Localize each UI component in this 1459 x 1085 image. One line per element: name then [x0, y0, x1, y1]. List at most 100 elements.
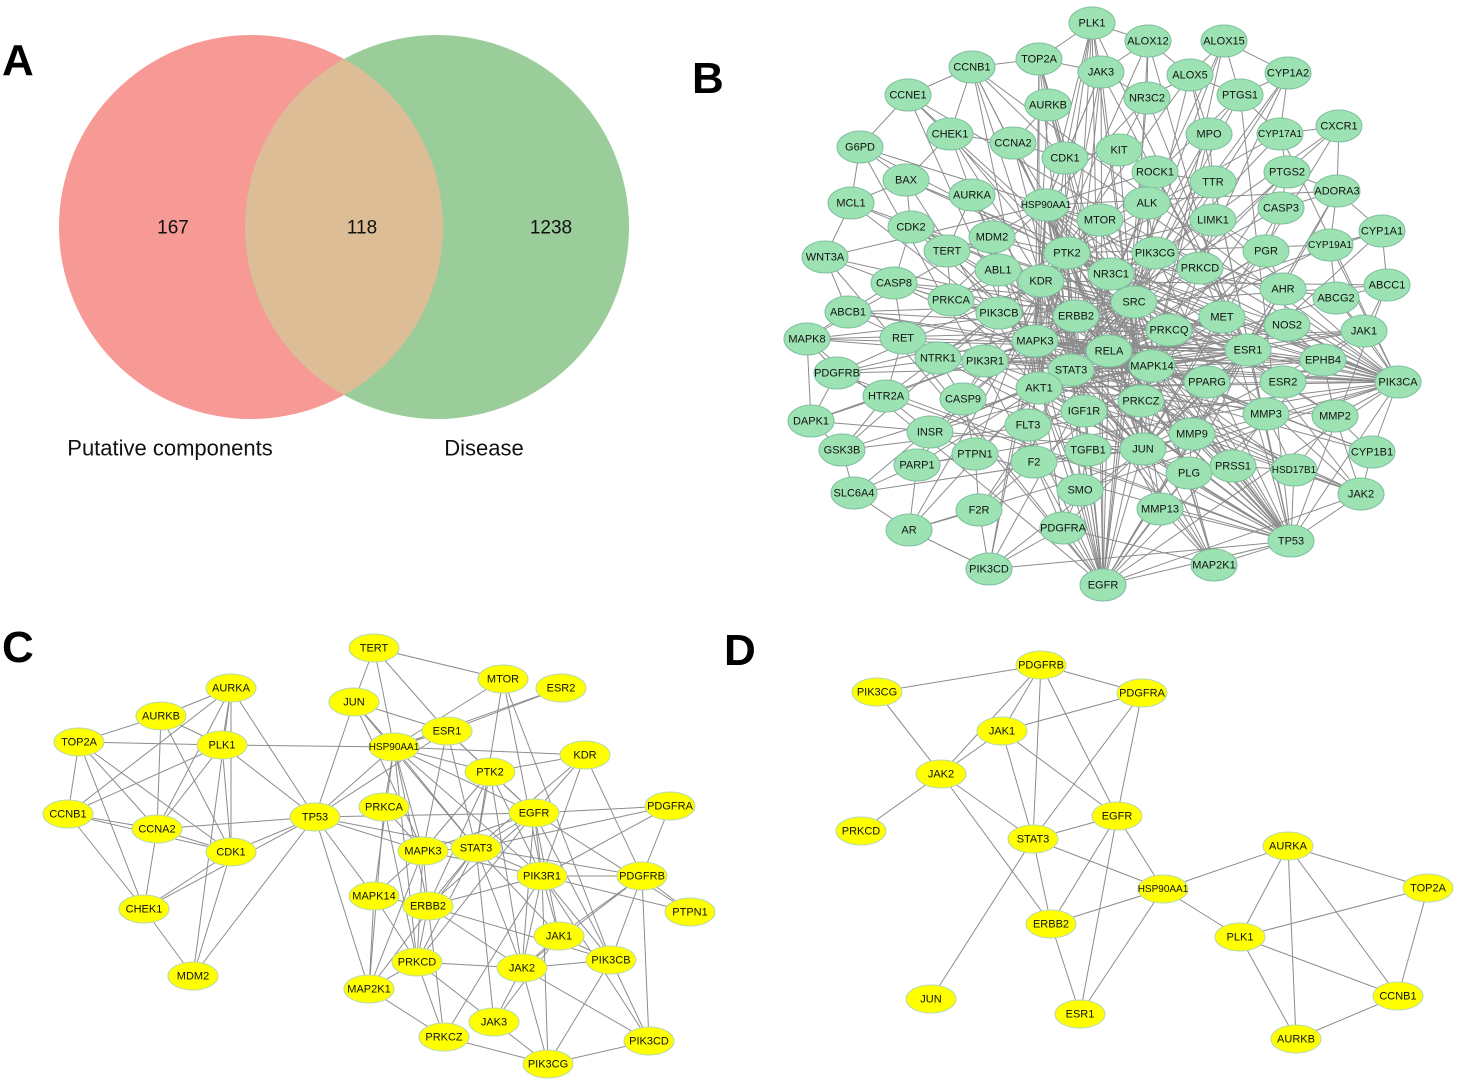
node-shape: [1123, 81, 1171, 115]
node-label: JAK3: [1088, 67, 1114, 79]
node-label: F2: [1028, 457, 1041, 469]
network-b-node-alk: ALK: [1123, 186, 1171, 220]
network-c-edge: [521, 967, 549, 1065]
node-label: MMP13: [1141, 504, 1179, 516]
node-shape: [1017, 264, 1065, 298]
node-label: PRKCD: [842, 826, 881, 838]
network-b-node-egfr: EGFR: [1079, 568, 1127, 602]
node-shape: [118, 894, 170, 924]
network-b-node-ret: RET: [879, 321, 927, 355]
network-c-edge: [156, 744, 223, 830]
network-c-edge: [221, 744, 232, 853]
network-b-node-cyp1a2: CYP1A2: [1264, 56, 1312, 90]
network-b-node-mapk8: MAPK8: [783, 322, 831, 356]
node-shape: [1372, 981, 1424, 1011]
network-b-node-src: SRC: [1110, 285, 1158, 319]
network-b-node-hsp90aa1: HSP90AA1: [1021, 188, 1072, 222]
node-shape: [827, 186, 875, 220]
node-label: HTR2A: [868, 391, 905, 403]
node-label: ERBB2: [1033, 919, 1069, 931]
network-b-node-mmp9: MMP9: [1168, 417, 1216, 451]
node-label: CASP9: [945, 394, 981, 406]
network-c-edge: [314, 812, 535, 818]
network-b-node-stat3: STAT3: [1047, 353, 1095, 387]
network-b-edge: [1290, 381, 1399, 542]
node-shape: [1270, 1024, 1322, 1054]
node-label: HSP90AA1: [1138, 884, 1189, 895]
network-c-edge: [443, 875, 543, 1038]
network-b-node-akt1: AKT1: [1015, 371, 1063, 405]
node-label: CDK2: [896, 222, 925, 234]
node-shape: [1242, 234, 1290, 268]
node-label: EGFR: [519, 808, 550, 820]
node-label: KDR: [573, 750, 596, 762]
network-b-node-cyp1b1: CYP1B1: [1348, 435, 1396, 469]
network-b-node-ccna2: CCNA2: [989, 126, 1037, 160]
network-b-node-cyp1a1: CYP1A1: [1358, 214, 1406, 248]
network-d-edge: [1116, 692, 1143, 817]
network-c-edge: [521, 812, 535, 969]
node-shape: [1176, 251, 1224, 285]
node-label: ALOX15: [1203, 36, 1245, 48]
network-c-edge: [427, 905, 612, 961]
node-label: TP53: [302, 812, 328, 824]
network-b-node-plk1: PLK1: [1068, 6, 1116, 40]
node-shape: [1064, 433, 1112, 467]
network-c-edge: [446, 730, 477, 849]
network-c-edge: [230, 687, 316, 818]
node-shape: [1263, 155, 1311, 189]
node-shape: [965, 552, 1013, 586]
node-label: ALOX5: [1172, 70, 1207, 82]
node-shape: [1076, 203, 1124, 237]
network-b-edge: [1066, 252, 1292, 542]
network-c-node-ccna2: CCNA2: [131, 814, 183, 844]
network-b-node-prkca: PRKCA: [927, 283, 975, 317]
node-shape: [1145, 313, 1193, 347]
node-shape: [1068, 6, 1116, 40]
network-b-edge: [1100, 71, 1142, 402]
node-label: PLK1: [1079, 18, 1106, 30]
network-b-edge: [1038, 359, 1324, 389]
network-c-edge: [314, 730, 448, 818]
node-shape: [450, 833, 502, 863]
node-label: AR: [901, 525, 916, 537]
network-b-edge: [916, 387, 1040, 466]
network-b-node-g6pd: G6PD: [836, 130, 884, 164]
network-d-edge: [1001, 730, 1034, 840]
network-b-edge: [847, 311, 1036, 342]
node-label: PIK3CB: [979, 308, 1018, 320]
node-shape: [1216, 78, 1264, 112]
network-b-edge: [1070, 359, 1324, 371]
node-shape: [968, 220, 1016, 254]
network-b-node-alox15: ALOX15: [1200, 24, 1248, 58]
node-shape: [862, 379, 910, 413]
network-b-edge: [905, 179, 1040, 389]
node-shape: [1189, 165, 1237, 199]
node-shape: [522, 1049, 574, 1079]
node-shape: [989, 126, 1037, 160]
network-c-node-pik3cg: PIK3CG: [522, 1049, 574, 1079]
node-shape: [813, 356, 861, 390]
network-c-node-mapk14: MAPK14: [348, 881, 400, 911]
node-shape: [1119, 432, 1167, 466]
network-c-edge: [475, 847, 560, 937]
network-b-node-esr1: ESR1: [1224, 333, 1272, 367]
node-label: ALOX12: [1127, 36, 1169, 48]
node-shape: [585, 945, 637, 975]
node-shape: [1190, 548, 1238, 582]
network-b-node-casp8: CASP8: [870, 266, 918, 300]
node-label: HSD17B1: [1272, 465, 1317, 476]
node-shape: [1087, 257, 1135, 291]
node-label: MDM2: [976, 232, 1008, 244]
node-label: ALK: [1137, 198, 1158, 210]
network-b-node-alox5: ALOX5: [1166, 58, 1214, 92]
node-label: MAPK14: [1130, 361, 1173, 373]
venn-count-overlap: 118: [347, 218, 377, 239]
node-label: MAPK3: [1016, 336, 1053, 348]
node-shape: [644, 791, 696, 821]
node-shape: [926, 117, 974, 151]
node-label: STAT3: [460, 843, 493, 855]
network-c-edge: [416, 812, 535, 963]
